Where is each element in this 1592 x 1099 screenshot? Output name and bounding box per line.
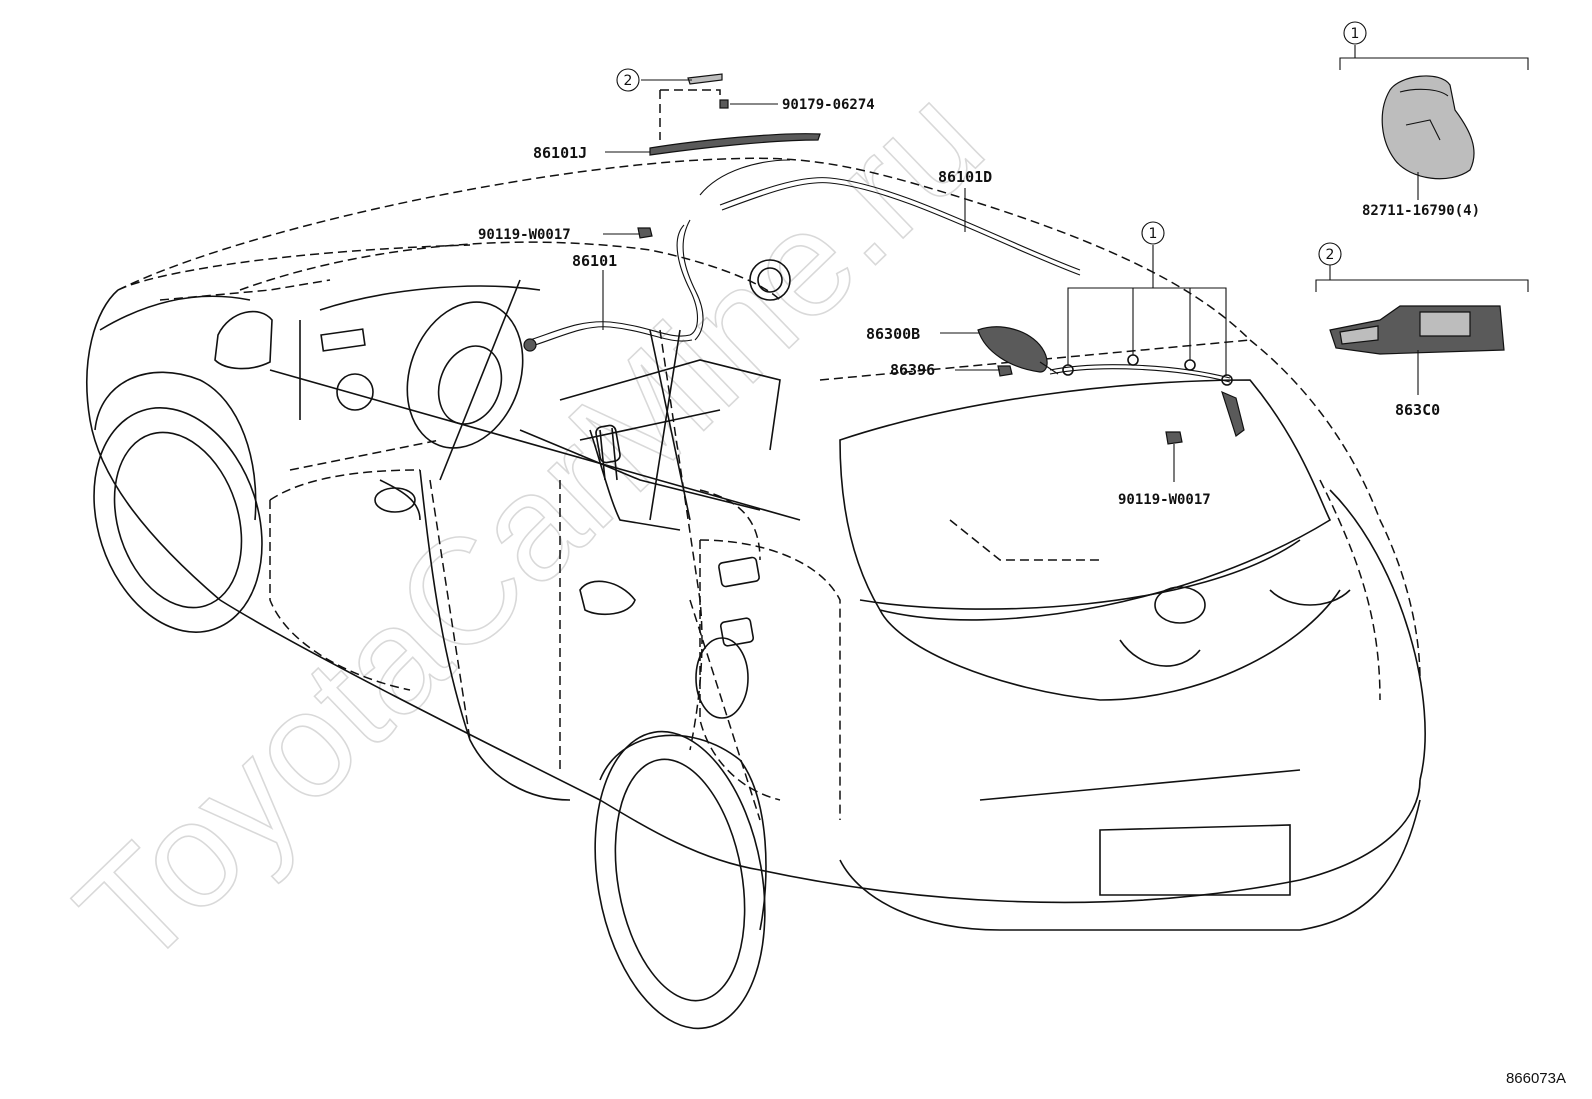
part-label-82711-16790: 82711-16790(4) (1362, 203, 1480, 219)
antenna-module-top (687, 73, 729, 109)
part-label-863C0: 863C0 (1395, 401, 1440, 419)
inset-2 (1315, 265, 1529, 355)
antenna-cord-86101D (676, 159, 1081, 341)
svg-text:2: 2 (624, 73, 633, 89)
rear-wiring (1049, 354, 1245, 437)
svg-text:ToyotaCarMine.ru: ToyotaCarMine.ru (46, 55, 1014, 998)
part-label-86101D: 86101D (938, 168, 992, 186)
part-label-86101: 86101 (572, 252, 617, 270)
inset-1 (1339, 45, 1529, 180)
callout-2-top: 2 (1318, 242, 1342, 266)
antenna-cord-86101J (649, 133, 821, 156)
callout-1-mid: 1 (1141, 221, 1165, 245)
part-label-90179-06274: 90179-06274 (782, 97, 875, 113)
svg-text:2: 2 (1326, 247, 1335, 263)
watermark: ToyotaCarMine.ru (45, 54, 1015, 999)
leader-lines (602, 79, 1419, 482)
bolt-90119-a (637, 227, 653, 239)
part-label-90119-W0017-rear: 90119-W0017 (1118, 492, 1211, 508)
vehicle-outline (86, 157, 1426, 1030)
callout-1-top: 1 (1343, 21, 1367, 45)
nut-86396 (997, 365, 1013, 377)
figure-id: 866073A (1506, 1070, 1566, 1087)
bolt-90119-b (1165, 431, 1183, 456)
callout-2-left: 2 (616, 68, 640, 92)
part-label-86101J: 86101J (533, 144, 587, 162)
antenna-86300B (977, 326, 1059, 375)
part-label-86300B: 86300B (866, 325, 920, 343)
part-label-90119-W0017-front: 90119-W0017 (478, 227, 571, 243)
part-label-86396: 86396 (890, 361, 935, 379)
svg-text:1: 1 (1149, 226, 1158, 242)
svg-text:1: 1 (1351, 26, 1360, 42)
antenna-cord-86101 (523, 321, 693, 352)
